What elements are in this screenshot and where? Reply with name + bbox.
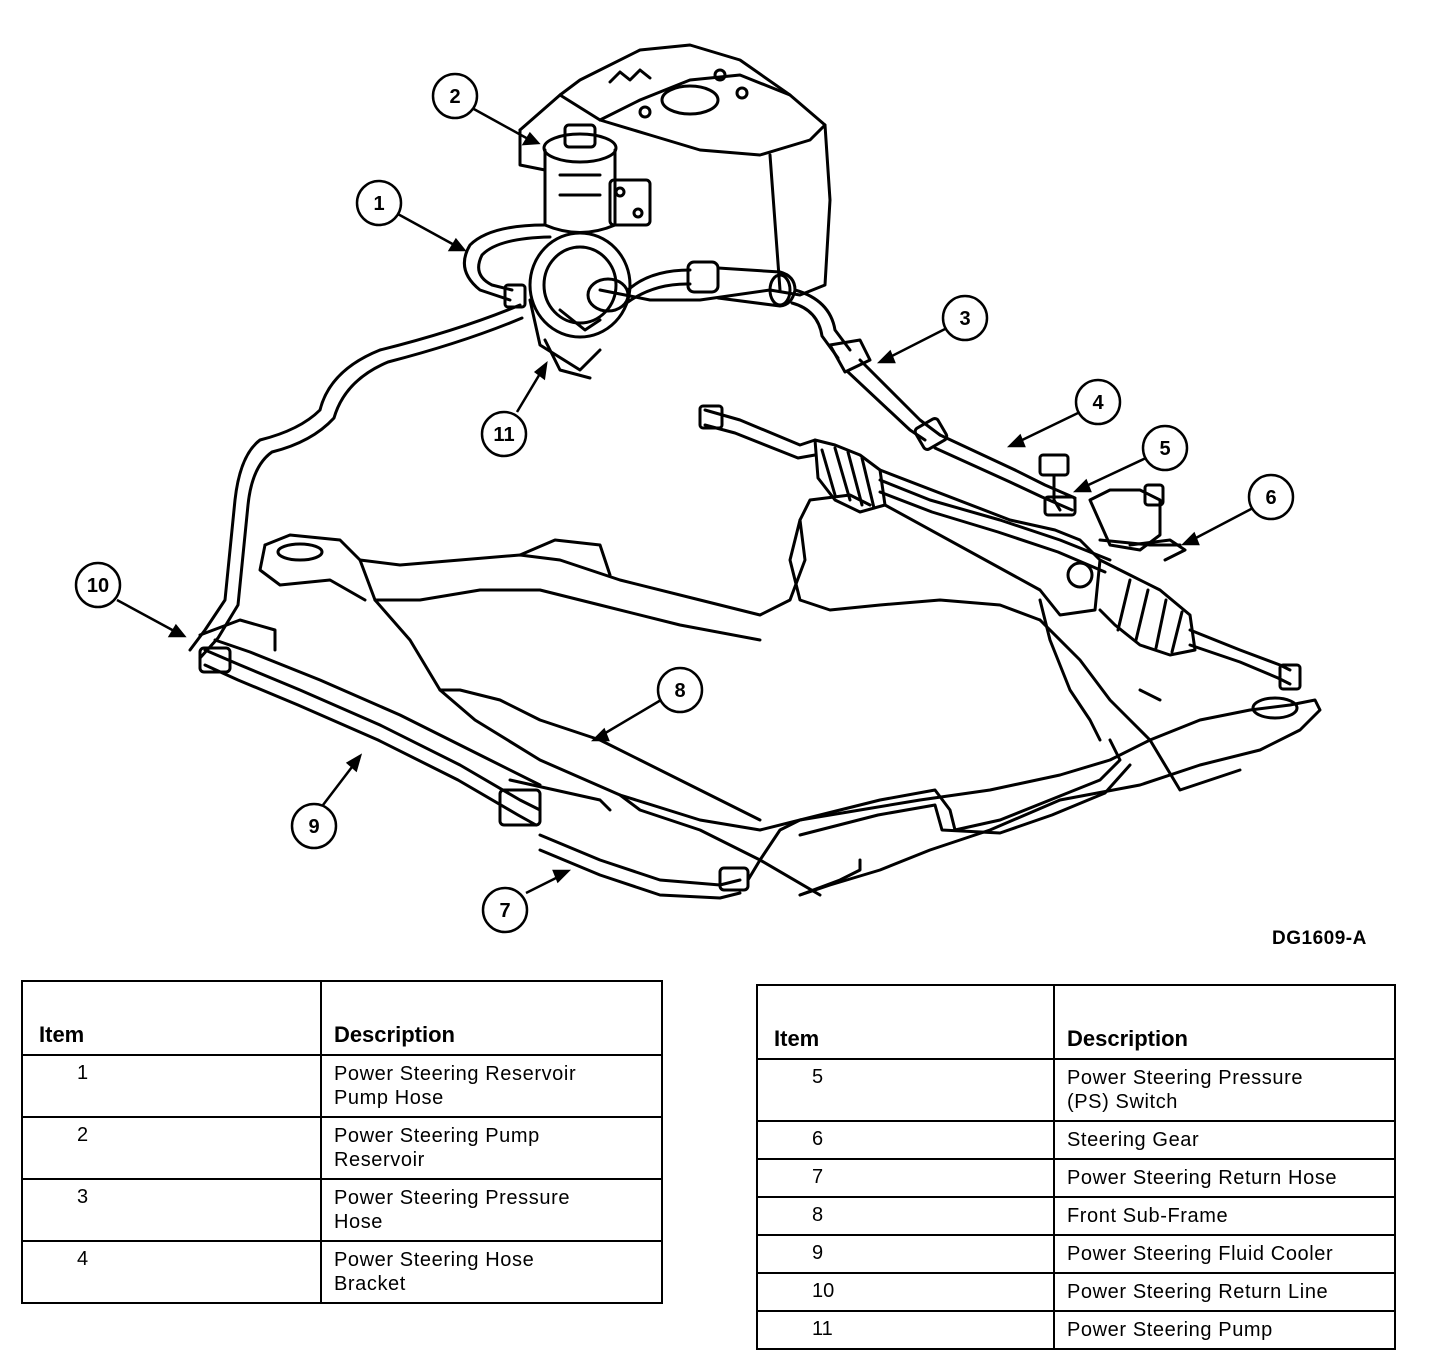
pump-drawing	[528, 231, 632, 380]
reservoir-pump-hose-drawing	[462, 223, 552, 309]
item-number: 4	[21, 1240, 322, 1304]
svg-text:9: 9	[308, 816, 319, 838]
description-header: Description	[319, 980, 664, 1056]
item-header: Item	[21, 980, 322, 1056]
item-number: 9	[756, 1234, 1055, 1274]
engine-bracket-drawing	[518, 43, 832, 302]
item-number: 2	[21, 1116, 322, 1180]
steering-gear-drawing	[698, 404, 1302, 691]
callout-arrows	[116, 106, 1254, 895]
svg-text:6: 6	[1265, 487, 1276, 509]
legend-row: 11 Power Steering Pump	[756, 1310, 1397, 1350]
svg-text:2: 2	[449, 86, 460, 108]
callout-2: 2	[431, 72, 479, 120]
steering-lines-drawing	[878, 433, 1187, 574]
cooler-drawing	[198, 598, 1132, 900]
svg-text:3: 3	[959, 308, 970, 330]
svg-text:5: 5	[1159, 438, 1170, 460]
item-description: Power Steering Fluid Cooler	[1052, 1234, 1397, 1274]
legend-row: 9 Power Steering Fluid Cooler	[756, 1234, 1397, 1274]
legend-header: Item Description	[756, 984, 1397, 1060]
legend-header: Item Description	[21, 980, 664, 1056]
description-header: Description	[1052, 984, 1397, 1060]
pressure-hose-drawing	[626, 260, 949, 451]
item-header: Item	[756, 984, 1055, 1060]
svg-text:10: 10	[87, 575, 109, 597]
callout-5: 5	[1141, 424, 1189, 472]
item-number: 1	[21, 1054, 322, 1118]
item-number: 6	[756, 1120, 1055, 1160]
legend-row: 5 Power Steering Pressure(PS) Switch	[756, 1058, 1397, 1122]
subframe-drawing	[258, 493, 1322, 897]
figure-id: DG1609-A	[1272, 928, 1367, 949]
item-description: Front Sub-Frame	[1052, 1196, 1397, 1236]
svg-text:4: 4	[1092, 392, 1104, 414]
legend-table-right: Item Description 5 Power Steering Pressu…	[756, 984, 1397, 1350]
legend-table-left: Item Description 1 Power Steering Reserv…	[21, 980, 664, 1304]
power-steering-diagram: 1 2 3 4 5 6 7 8 9 10 11	[74, 43, 1322, 934]
item-description: Power Steering Return Hose	[1052, 1158, 1397, 1198]
item-number: 8	[756, 1196, 1055, 1236]
callout-8: 8	[656, 666, 704, 714]
legend-row: 7 Power Steering Return Hose	[756, 1158, 1397, 1198]
svg-text:8: 8	[674, 680, 685, 702]
item-number: 3	[21, 1178, 322, 1242]
item-number: 10	[756, 1272, 1055, 1312]
callout-9: 9	[290, 802, 338, 850]
item-description: Power Steering Pump	[1052, 1310, 1397, 1350]
callout-10: 10	[74, 561, 122, 609]
legend-row: 8 Front Sub-Frame	[756, 1196, 1397, 1236]
callout-11: 11	[480, 410, 528, 458]
svg-text:7: 7	[499, 900, 510, 922]
return-line-drawing	[188, 303, 524, 660]
callout-3: 3	[941, 294, 989, 342]
callout-1: 1	[355, 179, 403, 227]
item-number: 11	[756, 1310, 1055, 1350]
callout-circles: 1 2 3 4 5 6 7 8 9 10 11	[74, 72, 1295, 934]
callout-6: 6	[1247, 473, 1295, 521]
svg-text:1: 1	[373, 193, 384, 215]
item-number: 7	[756, 1158, 1055, 1198]
item-description: Power Steering Return Line	[1052, 1272, 1397, 1312]
callout-4: 4	[1074, 378, 1122, 426]
item-description: Steering Gear	[1052, 1120, 1397, 1160]
item-description: Power Steering Pressure(PS) Switch	[1052, 1058, 1397, 1122]
legend-row: 6 Steering Gear	[756, 1120, 1397, 1160]
svg-text:11: 11	[493, 424, 514, 446]
reservoir-drawing	[542, 123, 652, 234]
callout-7: 7	[481, 886, 529, 934]
legend-row: 10 Power Steering Return Line	[756, 1272, 1397, 1312]
item-number: 5	[756, 1058, 1055, 1122]
